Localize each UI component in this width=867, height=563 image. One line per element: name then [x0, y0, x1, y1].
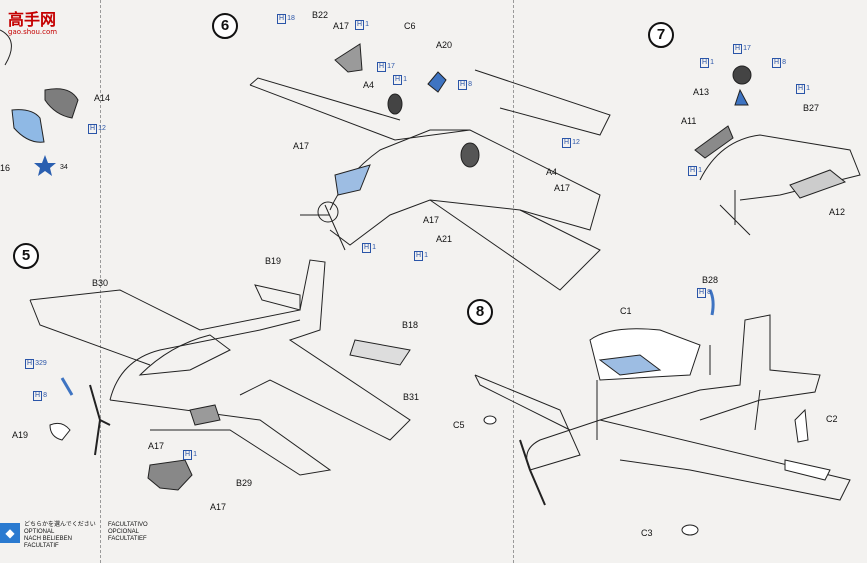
part-label: A21	[436, 234, 453, 244]
part-label: A14	[94, 93, 111, 103]
step-number: 7	[648, 22, 674, 48]
part-label: A19	[12, 430, 29, 440]
fold-line	[513, 0, 515, 563]
part-label: A17	[333, 21, 350, 31]
part-label: B30	[92, 278, 109, 288]
part-label: C1	[620, 306, 632, 316]
optional-note: どちらかを選んでください OPTIONAL NACH BELIEBEN FACU…	[24, 522, 96, 549]
part-label: B29	[236, 478, 253, 488]
part-label: A13	[693, 87, 710, 97]
part-label: 16	[0, 163, 11, 173]
part-label: C2	[826, 414, 838, 424]
fold-line	[100, 0, 102, 563]
part-label: A17	[293, 141, 310, 151]
part-label: B18	[402, 320, 419, 330]
part-label: B22	[312, 10, 329, 20]
part-label: A4	[546, 167, 558, 177]
step-number: 5	[13, 243, 39, 269]
optional-icon: ◆	[0, 523, 20, 543]
part-label: A17	[210, 502, 227, 512]
step-number: 6	[212, 13, 238, 39]
part-label: A17	[148, 441, 165, 451]
part-label: A20	[436, 40, 453, 50]
part-label: C3	[641, 528, 653, 538]
part-label: B28	[702, 275, 719, 285]
optional-note-2: FACULTATIVO OPCIONAL FACULTATIEF	[108, 522, 148, 542]
part-label: A11	[681, 116, 697, 126]
watermark-logo: 高手网 gao.shou.com	[8, 10, 58, 36]
step-number: 8	[467, 299, 493, 325]
part-label: B31	[403, 392, 420, 402]
part-label: B19	[265, 256, 282, 266]
part-label: A12	[829, 207, 846, 217]
part-label: B27	[803, 103, 820, 113]
marking-ref: 34	[60, 164, 68, 171]
part-label: A17	[423, 215, 440, 225]
part-label: C6	[404, 21, 416, 31]
part-label: A4	[363, 80, 375, 90]
part-label: A17	[554, 183, 571, 193]
part-label: C5	[453, 420, 465, 430]
